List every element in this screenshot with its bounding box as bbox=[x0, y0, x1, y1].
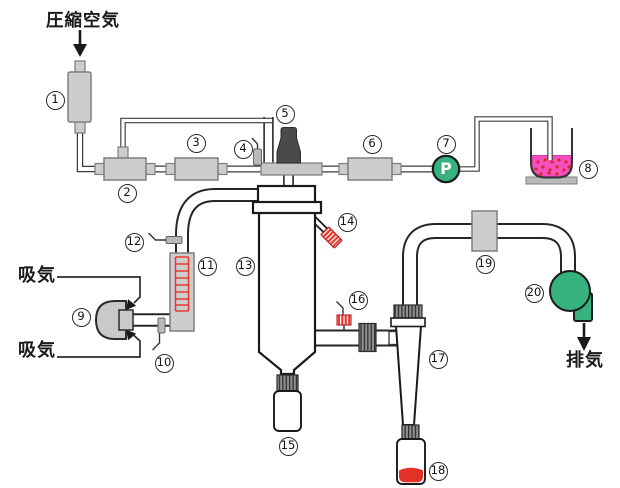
sensor-10 bbox=[152, 317, 166, 351]
line-unit-3 bbox=[165, 157, 228, 181]
intake-line-bottom bbox=[57, 329, 141, 358]
heater-element bbox=[174, 256, 190, 312]
component-number-6: 6 bbox=[362, 134, 382, 154]
component-number-16: 16 bbox=[348, 290, 368, 310]
chamber-plug-14 bbox=[314, 215, 343, 249]
product-bottle-18 bbox=[396, 438, 426, 485]
compressed-air-label: 圧縮空気 bbox=[46, 11, 120, 31]
component-number-3: 3 bbox=[186, 133, 206, 153]
intake-label-bottom: 吸気 bbox=[18, 340, 56, 361]
line-unit-6 bbox=[338, 157, 402, 181]
air-filter-1 bbox=[67, 60, 92, 134]
collection-bottle-15 bbox=[273, 390, 302, 432]
component-number-17: 17 bbox=[428, 349, 448, 369]
pump-letter: P bbox=[440, 159, 452, 178]
drying-chamber-13 bbox=[251, 184, 323, 376]
compressed-air-arrow bbox=[73, 30, 87, 57]
sensor-4 bbox=[251, 137, 262, 166]
exhaust-label: 排気 bbox=[566, 350, 604, 371]
component-number-19: 19 bbox=[475, 254, 495, 274]
heater-to-chamber-duct bbox=[175, 188, 261, 253]
bypass-air-line bbox=[120, 117, 274, 164]
component-number-12: 12 bbox=[124, 232, 144, 252]
nozzle-block bbox=[260, 162, 323, 176]
intake-line-top bbox=[57, 276, 141, 310]
component-number-10: 10 bbox=[154, 353, 174, 373]
component-number-14: 14 bbox=[337, 212, 357, 232]
regulator-2 bbox=[94, 146, 156, 181]
outlet-valve-16 bbox=[336, 301, 352, 330]
component-number-2: 2 bbox=[117, 183, 137, 203]
sample-particles bbox=[534, 158, 571, 176]
pump-7 bbox=[431, 154, 461, 184]
component-number-5: 5 bbox=[275, 104, 295, 124]
component-number-8: 8 bbox=[578, 159, 598, 179]
component-number-9: 9 bbox=[71, 307, 91, 327]
spray-nozzle-5 bbox=[276, 127, 301, 164]
component-number-15: 15 bbox=[278, 436, 298, 456]
cyclone-17 bbox=[390, 304, 426, 440]
sensor-12 bbox=[148, 232, 183, 244]
chamber-bottom-cap bbox=[276, 374, 299, 392]
sample-beaker-8 bbox=[525, 128, 578, 185]
exhaust-blower-20 bbox=[549, 270, 593, 351]
component-number-7: 7 bbox=[436, 134, 456, 154]
intake-label-top: 吸気 bbox=[18, 265, 56, 286]
component-number-1: 1 bbox=[45, 90, 65, 110]
heater-11 bbox=[169, 252, 195, 332]
intake-fan-9 bbox=[94, 300, 134, 340]
component-number-20: 20 bbox=[524, 283, 544, 303]
component-number-4: 4 bbox=[233, 139, 253, 159]
component-number-13: 13 bbox=[235, 256, 255, 276]
exhaust-arrow bbox=[577, 337, 591, 351]
liquid-feed-line bbox=[457, 116, 553, 172]
exhaust-filter-19 bbox=[471, 210, 498, 252]
component-number-11: 11 bbox=[197, 256, 217, 276]
component-number-18: 18 bbox=[428, 461, 448, 481]
collected-product bbox=[399, 467, 423, 483]
